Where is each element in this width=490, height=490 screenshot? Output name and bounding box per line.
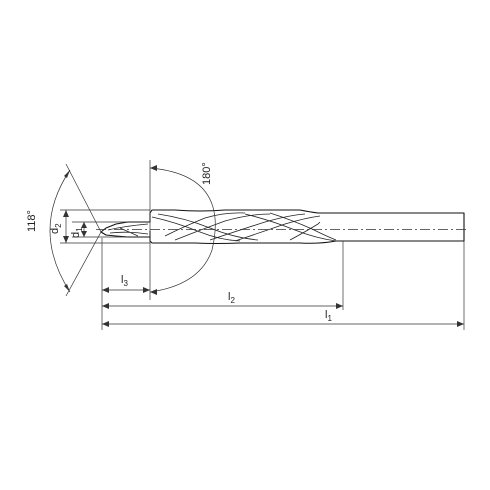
d1-label: d1 [70,227,84,238]
l1-label: l1 [325,309,332,323]
tip-angle-dimension: 118° [26,163,102,297]
pilot-flute [107,223,149,237]
length-dimensions: l3 l2 l1 [101,238,465,330]
main-flutes [151,212,337,242]
drill-shank [317,212,465,242]
step-angle-label: 180° [201,162,213,185]
step-angle-dimension: 180° [149,160,216,300]
tip-angle-label: 118° [26,210,38,232]
l2-label: l2 [228,291,235,305]
l3-label: l3 [121,274,128,288]
diameter-dimensions: d2 d1 [49,209,150,244]
drill-body [100,209,465,245]
drill-body-outline [149,209,337,245]
d2-label: d2 [49,223,63,234]
